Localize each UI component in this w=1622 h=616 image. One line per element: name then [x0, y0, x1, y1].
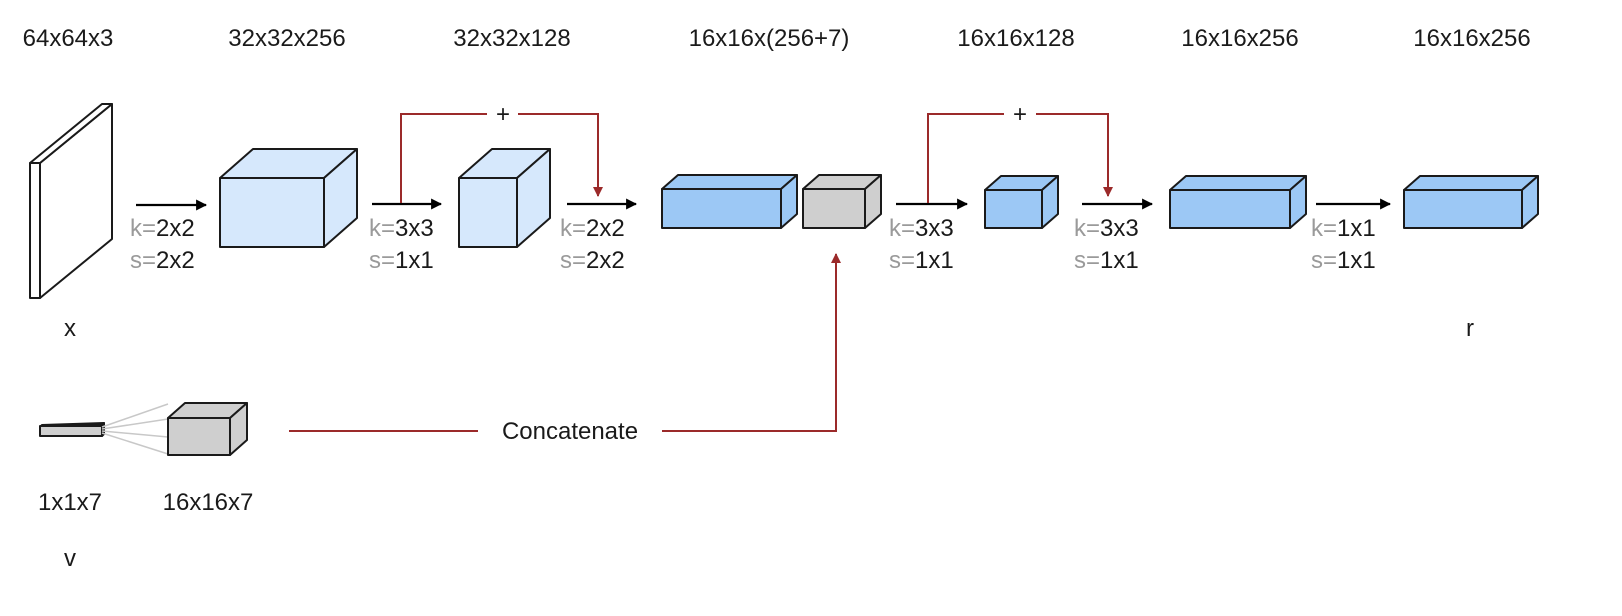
kernel-prefix: k= — [369, 215, 395, 242]
svg-text:s=1x1: s=1x1 — [889, 247, 954, 274]
input-image-block — [29, 103, 113, 299]
skip-plus-label: + — [1013, 101, 1027, 128]
kernel-prefix: k= — [889, 215, 915, 242]
dim-label-v-tiled: 16x16x7 — [163, 489, 254, 516]
op-params-4: k=3x3 s=1x1 — [889, 215, 954, 274]
svg-text:k=3x3: k=3x3 — [1074, 215, 1139, 242]
feature-block-output — [1403, 175, 1539, 229]
stride-size: 2x2 — [156, 247, 195, 274]
stride-size: 2x2 — [586, 247, 625, 274]
svg-text:k=2x2: k=2x2 — [130, 215, 195, 242]
stride-size: 1x1 — [395, 247, 434, 274]
v-tiled-block — [167, 402, 248, 456]
stride-size: 1x1 — [1100, 247, 1139, 274]
op-params-1: k=2x2 s=2x2 — [130, 215, 195, 274]
dim-label-output: 16x16x256 — [1413, 25, 1530, 52]
feature-block-conv2 — [458, 148, 551, 248]
dim-label-v-vector: 1x1x7 — [38, 489, 102, 516]
stride-prefix: s= — [369, 247, 395, 274]
stride-prefix: s= — [560, 247, 586, 274]
svg-text:s=2x2: s=2x2 — [130, 247, 195, 274]
op-params-6: k=1x1 s=1x1 — [1311, 215, 1376, 274]
dim-label-conv1: 32x32x256 — [228, 25, 345, 52]
skip-connection-2: + — [927, 101, 1113, 203]
skip-plus-label: + — [496, 101, 510, 128]
kernel-prefix: k= — [1311, 215, 1337, 242]
dim-label-input: 64x64x3 — [23, 25, 114, 52]
svg-text:s=1x1: s=1x1 — [1074, 247, 1139, 274]
symbol-r: r — [1466, 315, 1474, 342]
svg-text:s=2x2: s=2x2 — [560, 247, 625, 274]
op-params-3: k=2x2 s=2x2 — [560, 215, 625, 274]
dim-label-conv3: 16x16x128 — [957, 25, 1074, 52]
skip-connection-1: + — [400, 101, 603, 203]
kernel-prefix: k= — [560, 215, 586, 242]
svg-text:k=3x3: k=3x3 — [369, 215, 434, 242]
dim-label-conv4: 16x16x256 — [1181, 25, 1298, 52]
svg-text:k=3x3: k=3x3 — [889, 215, 954, 242]
svg-text:k=2x2: k=2x2 — [560, 215, 625, 242]
dim-label-conv2: 32x32x128 — [453, 25, 570, 52]
svg-text:s=1x1: s=1x1 — [1311, 247, 1376, 274]
kernel-size: 3x3 — [915, 215, 954, 242]
stride-prefix: s= — [1074, 247, 1100, 274]
feature-block-concat-v — [802, 174, 882, 229]
stride-prefix: s= — [130, 247, 156, 274]
feature-block-conv4 — [1169, 175, 1307, 229]
stride-prefix: s= — [1311, 247, 1337, 274]
symbol-x: x — [64, 315, 76, 342]
kernel-size: 3x3 — [1100, 215, 1139, 242]
kernel-size: 2x2 — [156, 215, 195, 242]
svg-text:k=1x1: k=1x1 — [1311, 215, 1376, 242]
v-vector-block — [39, 422, 105, 437]
feature-block-concat-main — [661, 174, 798, 229]
kernel-size: 2x2 — [586, 215, 625, 242]
kernel-prefix: k= — [1074, 215, 1100, 242]
feature-block-conv3 — [984, 175, 1059, 229]
svg-text:s=1x1: s=1x1 — [369, 247, 434, 274]
kernel-prefix: k= — [130, 215, 156, 242]
concatenate-connection: Concatenate — [289, 253, 841, 445]
dim-label-concat: 16x16x(256+7) — [689, 25, 850, 52]
broadcast-fan-lines — [101, 403, 169, 455]
stride-size: 1x1 — [915, 247, 954, 274]
concatenate-label: Concatenate — [502, 418, 638, 445]
op-params-2: k=3x3 s=1x1 — [369, 215, 434, 274]
feature-block-conv1 — [219, 148, 358, 248]
stride-prefix: s= — [889, 247, 915, 274]
stride-size: 1x1 — [1337, 247, 1376, 274]
kernel-size: 3x3 — [395, 215, 434, 242]
op-params-5: k=3x3 s=1x1 — [1074, 215, 1139, 274]
symbol-v: v — [64, 545, 76, 572]
kernel-size: 1x1 — [1337, 215, 1376, 242]
